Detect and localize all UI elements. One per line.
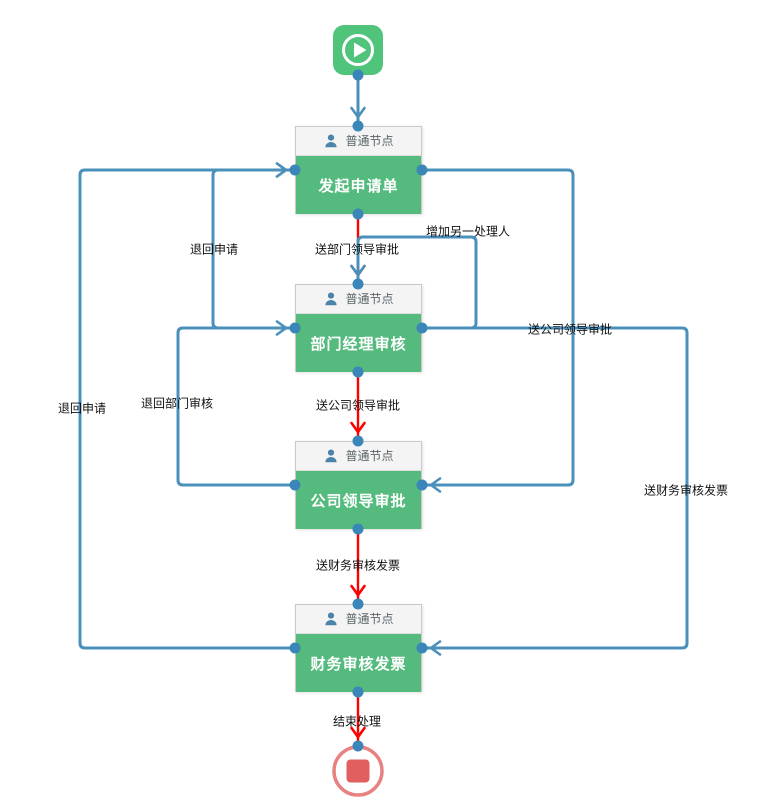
edge-arrowhead	[350, 726, 366, 740]
edge-label-return-application-1[interactable]: 退回申请	[189, 242, 239, 257]
edge-label-send-company-leader-approval-right[interactable]: 送公司领导审批	[527, 322, 613, 337]
user-icon	[323, 291, 339, 307]
start-node[interactable]	[333, 25, 383, 80]
node-header-label: 普通节点	[345, 449, 394, 463]
user-icon	[323, 448, 339, 464]
node-dept-manager-review[interactable]: 普通节点 部门经理审核	[295, 284, 422, 372]
edge-label-send-dept-leader-review[interactable]: 送部门领导审批	[314, 242, 400, 257]
edge-arrowhead	[428, 640, 442, 656]
node-header-label: 普通节点	[345, 612, 394, 626]
edge-arrowhead	[350, 106, 366, 120]
node-header: 普通节点	[296, 285, 421, 314]
node-header-label: 普通节点	[345, 292, 394, 306]
user-icon	[323, 133, 339, 149]
node-finance-invoice-review[interactable]: 普通节点 财务审核发票	[295, 604, 422, 692]
edge-arrowhead	[350, 421, 366, 435]
node-header: 普通节点	[296, 605, 421, 634]
start-play-icon	[333, 25, 383, 75]
edge-line-9[interactable]	[422, 326, 689, 650]
end-stop-icon	[332, 745, 384, 797]
edge-label-send-finance-invoice-right[interactable]: 送财务审核发票	[643, 483, 729, 498]
user-icon	[323, 611, 339, 627]
node-header-label: 普通节点	[345, 134, 394, 148]
node-title: 公司领导审批	[296, 471, 421, 529]
edge-label-send-company-leader-approval-mid[interactable]: 送公司领导审批	[315, 398, 401, 413]
edge-line-7[interactable]	[78, 168, 295, 650]
edge-label-return-application-2[interactable]: 退回申请	[57, 401, 107, 416]
node-company-leader-approval[interactable]: 普通节点 公司领导审批	[295, 441, 422, 529]
node-title: 发起申请单	[296, 156, 421, 214]
edge-label-return-dept-review[interactable]: 退回部门审核	[140, 396, 214, 411]
node-title: 财务审核发票	[296, 634, 421, 692]
edge-arrowhead	[350, 584, 366, 598]
edge-label-add-another-handler[interactable]: 增加另一处理人	[425, 224, 511, 239]
edge-arrowhead	[350, 264, 366, 278]
edge-arrowhead	[275, 162, 289, 178]
node-header: 普通节点	[296, 442, 421, 471]
edge-line-5[interactable]	[176, 326, 295, 487]
edge-label-send-finance-invoice-mid[interactable]: 送财务审核发票	[315, 558, 401, 573]
edge-label-end-processing[interactable]: 结束处理	[332, 714, 382, 729]
end-node[interactable]	[330, 743, 386, 804]
node-initiate-application[interactable]: 普通节点 发起申请单	[295, 126, 422, 214]
edge-arrowhead	[428, 477, 442, 493]
node-header: 普通节点	[296, 127, 421, 156]
edge-arrowhead	[275, 320, 289, 336]
node-title: 部门经理审核	[296, 314, 421, 372]
